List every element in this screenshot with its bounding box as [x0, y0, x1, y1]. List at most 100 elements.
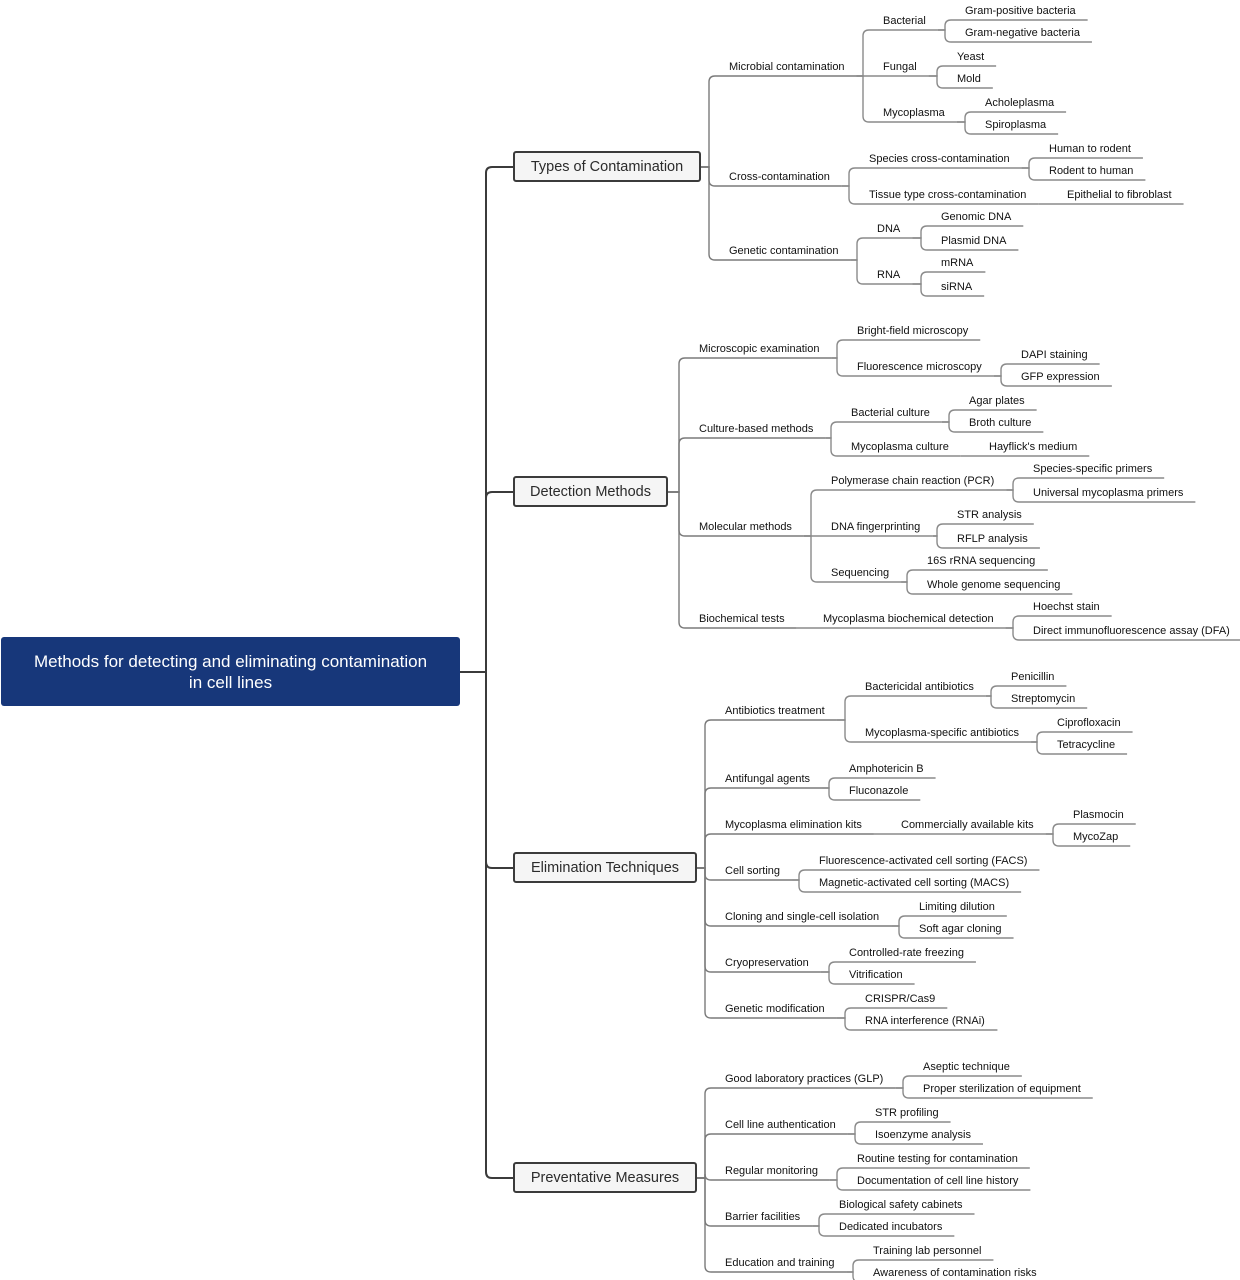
subtopic-commercially-available-kits[interactable]: Commercially available kits [901, 819, 1034, 831]
leaf-topic-tetracycline[interactable]: Tetracycline [1057, 739, 1116, 751]
leaf-topic-plasmocin[interactable]: Plasmocin [1073, 809, 1124, 821]
subtopic-mycoplasma-biochemical-detection[interactable]: Mycoplasma biochemical detection [823, 613, 994, 625]
leaf-topic-magnetic-activated-cell-sorting-macs[interactable]: Magnetic-activated cell sorting (MACS) [819, 877, 1010, 889]
subtopic-barrier-facilities[interactable]: Barrier facilities [725, 1211, 801, 1223]
leaf-topic-dedicated-incubators[interactable]: Dedicated incubators [839, 1221, 943, 1233]
leaf-topic-human-to-rodent[interactable]: Human to rodent [1049, 143, 1131, 155]
branch-topic-elimination-techniques[interactable]: Elimination Techniques [513, 852, 697, 883]
subtopic-fluorescence-microscopy[interactable]: Fluorescence microscopy [857, 361, 982, 373]
subtopic-culture-based-methods[interactable]: Culture-based methods [699, 423, 814, 435]
leaf-topic-universal-mycoplasma-primers[interactable]: Universal mycoplasma primers [1033, 487, 1184, 499]
subtopic-biochemical-tests[interactable]: Biochemical tests [699, 613, 785, 625]
subtopic-molecular-methods[interactable]: Molecular methods [699, 521, 792, 533]
leaf-topic-proper-sterilization-of-equipment[interactable]: Proper sterilization of equipment [923, 1083, 1081, 1095]
child-connector [1005, 627, 1031, 641]
leaf-topic-ciprofloxacin[interactable]: Ciprofloxacin [1057, 717, 1121, 729]
leaf-topic-isoenzyme-analysis[interactable]: Isoenzyme analysis [875, 1129, 971, 1141]
subtopic-rna[interactable]: RNA [877, 269, 901, 281]
leaf-topic-vitrification[interactable]: Vitrification [849, 969, 903, 981]
subtopic-polymerase-chain-reaction-pcr[interactable]: Polymerase chain reaction (PCR) [831, 475, 995, 487]
subtopic-education-and-training[interactable]: Education and training [725, 1257, 835, 1269]
subtopic-genetic-contamination[interactable]: Genetic contamination [729, 245, 839, 257]
leaf-topic-awareness-of-contamination-risks[interactable]: Awareness of contamination risks [873, 1267, 1037, 1279]
subtopic-bacterial[interactable]: Bacterial [883, 15, 926, 27]
leaf-topic-gram-positive-bacteria[interactable]: Gram-positive bacteria [965, 5, 1076, 17]
leaf-topic-gram-negative-bacteria[interactable]: Gram-negative bacteria [965, 27, 1080, 39]
subtopic-good-laboratory-practices-glp[interactable]: Good laboratory practices (GLP) [725, 1073, 884, 1085]
leaf-topic-hayflick-s-medium[interactable]: Hayflick's medium [989, 441, 1078, 453]
subtopic-microbial-contamination[interactable]: Microbial contamination [729, 61, 845, 73]
leaf-topic-plasmid-dna[interactable]: Plasmid DNA [941, 235, 1007, 247]
leaf-topic-whole-genome-sequencing[interactable]: Whole genome sequencing [927, 579, 1061, 591]
child-connector [820, 971, 847, 985]
child-connector [701, 166, 727, 187]
subtopic-bacterial-culture[interactable]: Bacterial culture [851, 407, 930, 419]
leaf-topic-dapi-staining[interactable]: DAPI staining [1021, 349, 1088, 361]
subtopic-cell-sorting[interactable]: Cell sorting [725, 865, 781, 877]
leaf-topic-mold[interactable]: Mold [957, 73, 981, 85]
root-topic[interactable]: Methods for detecting and eliminating co… [1, 637, 460, 706]
leaf-topic-hoechst-stain[interactable]: Hoechst stain [1033, 601, 1100, 613]
leaf-topic-gfp-expression[interactable]: GFP expression [1021, 371, 1100, 383]
subtopic-cell-line-authentication[interactable]: Cell line authentication [725, 1119, 836, 1131]
leaf-topic-fluconazole[interactable]: Fluconazole [849, 785, 909, 797]
leaf-topic-documentation-of-cell-line-history[interactable]: Documentation of cell line history [857, 1175, 1019, 1187]
subtopic-tissue-type-cross-contamination[interactable]: Tissue type cross-contamination [869, 189, 1027, 201]
subtopic-dna[interactable]: DNA [877, 223, 901, 235]
leaf-topic-genomic-dna[interactable]: Genomic DNA [941, 211, 1012, 223]
leaf-topic-str-analysis[interactable]: STR analysis [957, 509, 1022, 521]
subtopic-dna-fingerprinting[interactable]: DNA fingerprinting [831, 521, 921, 533]
leaf-topic-mycozap[interactable]: MycoZap [1073, 831, 1119, 843]
leaf-topic-spiroplasma[interactable]: Spiroplasma [985, 119, 1047, 131]
subtopic-microscopic-examination[interactable]: Microscopic examination [699, 343, 820, 355]
leaf-topic-streptomycin[interactable]: Streptomycin [1011, 693, 1076, 705]
leaf-topic-mrna[interactable]: mRNA [941, 257, 974, 269]
leaf-topic-direct-immunofluorescence-assay-dfa[interactable]: Direct immunofluorescence assay (DFA) [1033, 625, 1230, 637]
leaf-topic-epithelial-to-fibroblast[interactable]: Epithelial to fibroblast [1067, 189, 1172, 201]
branch-topic-preventative-measures[interactable]: Preventative Measures [513, 1162, 697, 1193]
leaf-topic-acholeplasma[interactable]: Acholeplasma [985, 97, 1055, 109]
child-connector [836, 719, 863, 743]
subtopic-antifungal-agents[interactable]: Antifungal agents [725, 773, 811, 785]
branch-topic-types-of-contamination[interactable]: Types of Contamination [513, 151, 701, 182]
leaf-topic-penicillin[interactable]: Penicillin [1011, 671, 1055, 683]
branch-topic-detection-methods[interactable]: Detection Methods [513, 476, 668, 507]
subtopic-regular-monitoring[interactable]: Regular monitoring [725, 1165, 818, 1177]
leaf-topic-limiting-dilution[interactable]: Limiting dilution [919, 901, 995, 913]
subtopic-cryopreservation[interactable]: Cryopreservation [725, 957, 809, 969]
leaf-topic-routine-testing-for-contamination[interactable]: Routine testing for contamination [857, 1153, 1018, 1165]
subtopic-sequencing[interactable]: Sequencing [831, 567, 890, 579]
subtopic-cloning-and-single-cell-isolation[interactable]: Cloning and single-cell isolation [725, 911, 880, 923]
subtopic-species-cross-contamination[interactable]: Species cross-contamination [869, 153, 1010, 165]
leaf-topic-rflp-analysis[interactable]: RFLP analysis [957, 533, 1028, 545]
child-connector [1021, 157, 1047, 169]
leaf-topic-16s-rrna-sequencing[interactable]: 16S rRNA sequencing [927, 555, 1036, 567]
leaf-topic-broth-culture[interactable]: Broth culture [969, 417, 1032, 429]
leaf-topic-soft-agar-cloning[interactable]: Soft agar cloning [919, 923, 1002, 935]
subtopic-mycoplasma-specific-antibiotics[interactable]: Mycoplasma-specific antibiotics [865, 727, 1020, 739]
subtopic-genetic-modification[interactable]: Genetic modification [725, 1003, 825, 1015]
leaf-topic-species-specific-primers[interactable]: Species-specific primers [1033, 463, 1153, 475]
subtopic-mycoplasma[interactable]: Mycoplasma [883, 107, 945, 119]
child-connector [836, 1007, 863, 1019]
subtopic-bactericidal-antibiotics[interactable]: Bactericidal antibiotics [865, 681, 974, 693]
leaf-topic-rodent-to-human[interactable]: Rodent to human [1049, 165, 1134, 177]
leaf-topic-controlled-rate-freezing[interactable]: Controlled-rate freezing [849, 947, 964, 959]
leaf-topic-bright-field-microscopy[interactable]: Bright-field microscopy [857, 325, 969, 337]
leaf-topic-amphotericin-b[interactable]: Amphotericin B [849, 763, 924, 775]
leaf-topic-training-lab-personnel[interactable]: Training lab personnel [873, 1245, 982, 1257]
leaf-topic-rna-interference-rnai[interactable]: RNA interference (RNAi) [865, 1015, 985, 1027]
leaf-topic-biological-safety-cabinets[interactable]: Biological safety cabinets [839, 1199, 963, 1211]
leaf-topic-agar-plates[interactable]: Agar plates [969, 395, 1025, 407]
subtopic-mycoplasma-culture[interactable]: Mycoplasma culture [851, 441, 949, 453]
subtopic-cross-contamination[interactable]: Cross-contamination [729, 171, 830, 183]
leaf-topic-aseptic-technique[interactable]: Aseptic technique [923, 1061, 1010, 1073]
leaf-topic-yeast[interactable]: Yeast [957, 51, 985, 63]
leaf-topic-sirna[interactable]: siRNA [941, 281, 973, 293]
leaf-topic-fluorescence-activated-cell-sorting-facs[interactable]: Fluorescence-activated cell sorting (FAC… [819, 855, 1028, 867]
subtopic-fungal[interactable]: Fungal [883, 61, 917, 73]
leaf-topic-str-profiling[interactable]: STR profiling [875, 1107, 939, 1119]
subtopic-mycoplasma-elimination-kits[interactable]: Mycoplasma elimination kits [725, 819, 862, 831]
leaf-topic-crispr-cas9[interactable]: CRISPR/Cas9 [865, 993, 936, 1005]
subtopic-antibiotics-treatment[interactable]: Antibiotics treatment [725, 705, 825, 717]
